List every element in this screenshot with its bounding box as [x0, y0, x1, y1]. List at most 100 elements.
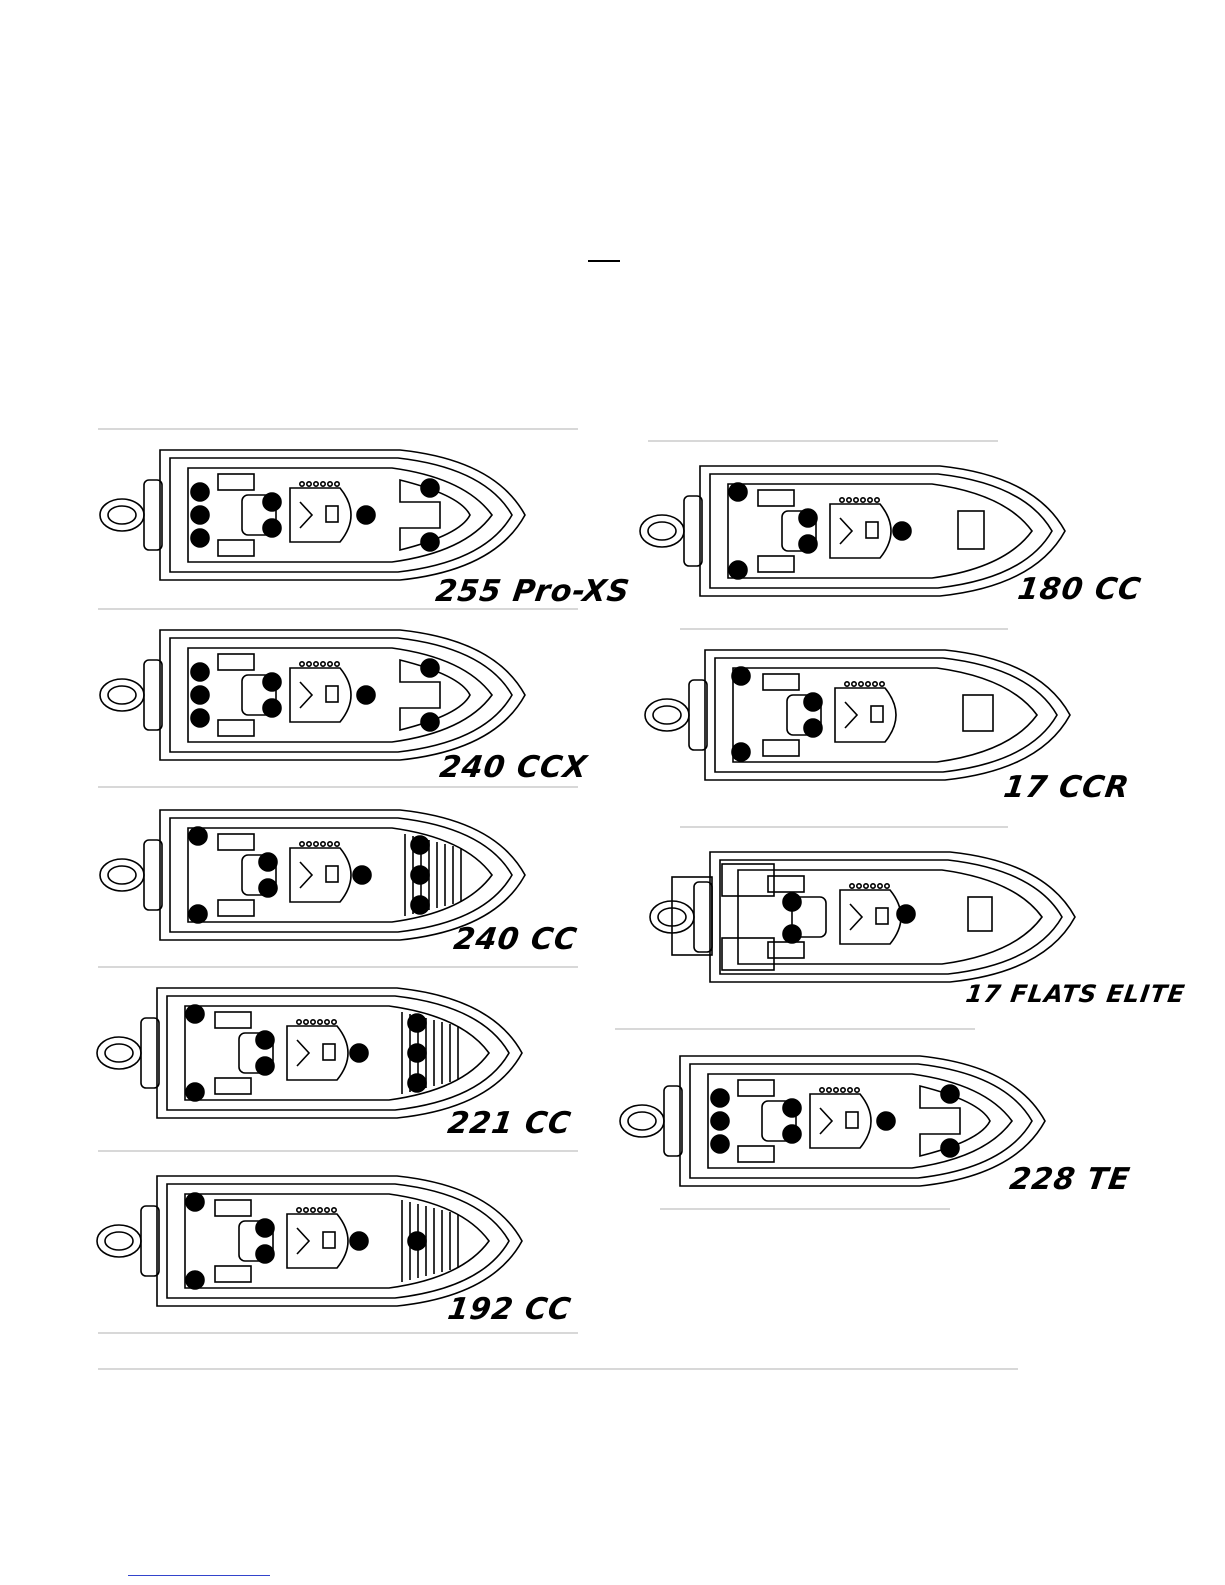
- seat-marker-dot: [191, 529, 209, 547]
- steering-wheel: [845, 702, 857, 728]
- boat-label-17-ccr: 17 CCR: [1002, 770, 1132, 805]
- gauge-dot: [297, 1020, 301, 1024]
- hull-outline: [710, 852, 1075, 982]
- boat-diagram-180-cc: [640, 456, 1070, 606]
- gauge-dot: [878, 884, 882, 888]
- center-console: [840, 890, 901, 944]
- separator-line: [98, 1150, 578, 1152]
- boat-outline-svg: [645, 640, 1075, 790]
- seat-marker-dot: [411, 836, 429, 854]
- separator-line: [648, 440, 998, 442]
- hull-gunwale: [690, 1064, 1032, 1178]
- separator-line: [98, 966, 578, 968]
- seat-marker-dot: [263, 519, 281, 537]
- steering-wheel: [300, 502, 312, 528]
- seat-marker-dot: [893, 522, 911, 540]
- gauge-dot: [827, 1088, 831, 1092]
- seat-marker-dot: [421, 479, 439, 497]
- boat-outline-svg: [100, 620, 530, 770]
- gauge-dot: [852, 682, 856, 686]
- seat-marker-dot: [411, 866, 429, 884]
- hull-outline: [157, 1176, 522, 1306]
- seat-marker-dot: [411, 896, 429, 914]
- deck-outline: [738, 870, 1042, 964]
- deck-outline: [185, 1194, 489, 1288]
- hull-outline: [157, 988, 522, 1118]
- gauge-dot: [311, 1020, 315, 1024]
- separator-line: [680, 628, 1008, 630]
- deck-outline: [733, 668, 1037, 762]
- boat-label-192-cc: 192 CC: [446, 1292, 574, 1327]
- stern-hatch: [758, 556, 794, 572]
- deck-outline: [728, 484, 1032, 578]
- boat-label-17-flats-elite: 17 FLATS ELITE: [964, 980, 1187, 1008]
- gauge-dot: [868, 498, 872, 502]
- outboard-motor: [100, 499, 144, 531]
- boat-diagram-228-te: [620, 1046, 1050, 1196]
- stern-hatch: [218, 900, 254, 916]
- gauge-dot: [321, 662, 325, 666]
- seat-marker-dot: [408, 1074, 426, 1092]
- seat-marker-dot: [259, 879, 277, 897]
- deck-outline: [188, 468, 492, 562]
- outboard-cowl: [108, 506, 136, 524]
- gauge-dot: [855, 1088, 859, 1092]
- outboard-motor: [640, 515, 684, 547]
- rear-hatch: [722, 938, 774, 970]
- center-console: [287, 1214, 348, 1268]
- seat-marker-dot: [804, 719, 822, 737]
- gauge-dot: [311, 1208, 315, 1212]
- seat-marker-dot: [350, 1044, 368, 1062]
- console-logo: [846, 1112, 858, 1128]
- gauge-dot: [864, 884, 868, 888]
- gauge-dot: [318, 1020, 322, 1024]
- gauge-dot: [848, 1088, 852, 1092]
- gauge-dot: [834, 1088, 838, 1092]
- gauge-dot: [304, 1020, 308, 1024]
- gauge-dot: [885, 884, 889, 888]
- hull-outline: [160, 810, 525, 940]
- boat-diagram-17-ccr: [645, 640, 1075, 790]
- seat-marker-dot: [191, 506, 209, 524]
- deck-outline: [188, 648, 492, 742]
- center-console: [290, 848, 351, 902]
- center-console: [835, 688, 896, 742]
- seat-marker-dot: [421, 713, 439, 731]
- stern-hatch: [215, 1078, 251, 1094]
- gauge-dot: [307, 842, 311, 846]
- outboard-cowl: [105, 1232, 133, 1250]
- gauge-dot: [850, 884, 854, 888]
- stern-hatch: [738, 1146, 774, 1162]
- seat-marker-dot: [421, 659, 439, 677]
- center-console: [290, 668, 351, 722]
- deck-outline: [188, 828, 492, 922]
- gauge-dot: [859, 682, 863, 686]
- boat-label-240-ccx: 240 CCX: [438, 750, 590, 785]
- gauge-dot: [861, 498, 865, 502]
- seat-marker-dot: [263, 493, 281, 511]
- outboard-cowl: [653, 706, 681, 724]
- deck-outline: [708, 1074, 1012, 1168]
- gauge-dot: [300, 662, 304, 666]
- gauge-dot: [328, 482, 332, 486]
- center-console: [830, 504, 891, 558]
- gauge-dot: [840, 498, 844, 502]
- gauge-dot: [318, 1208, 322, 1212]
- stern-hatch: [215, 1266, 251, 1282]
- gauge-dot: [332, 1208, 336, 1212]
- separator-line: [660, 1208, 950, 1210]
- seat-marker-dot: [783, 1099, 801, 1117]
- console-logo: [866, 522, 878, 538]
- seat-marker-dot: [877, 1112, 895, 1130]
- outboard-motor: [97, 1225, 141, 1257]
- seat-marker-dot: [263, 699, 281, 717]
- gauge-dot: [332, 1020, 336, 1024]
- seat-marker-dot: [783, 925, 801, 943]
- steering-wheel: [300, 862, 312, 888]
- seat-marker-dot: [783, 1125, 801, 1143]
- hull-gunwale: [720, 860, 1062, 974]
- seat-marker-dot: [783, 893, 801, 911]
- seat-marker-dot: [408, 1044, 426, 1062]
- gauge-dot: [873, 682, 877, 686]
- outboard-motor: [97, 1037, 141, 1069]
